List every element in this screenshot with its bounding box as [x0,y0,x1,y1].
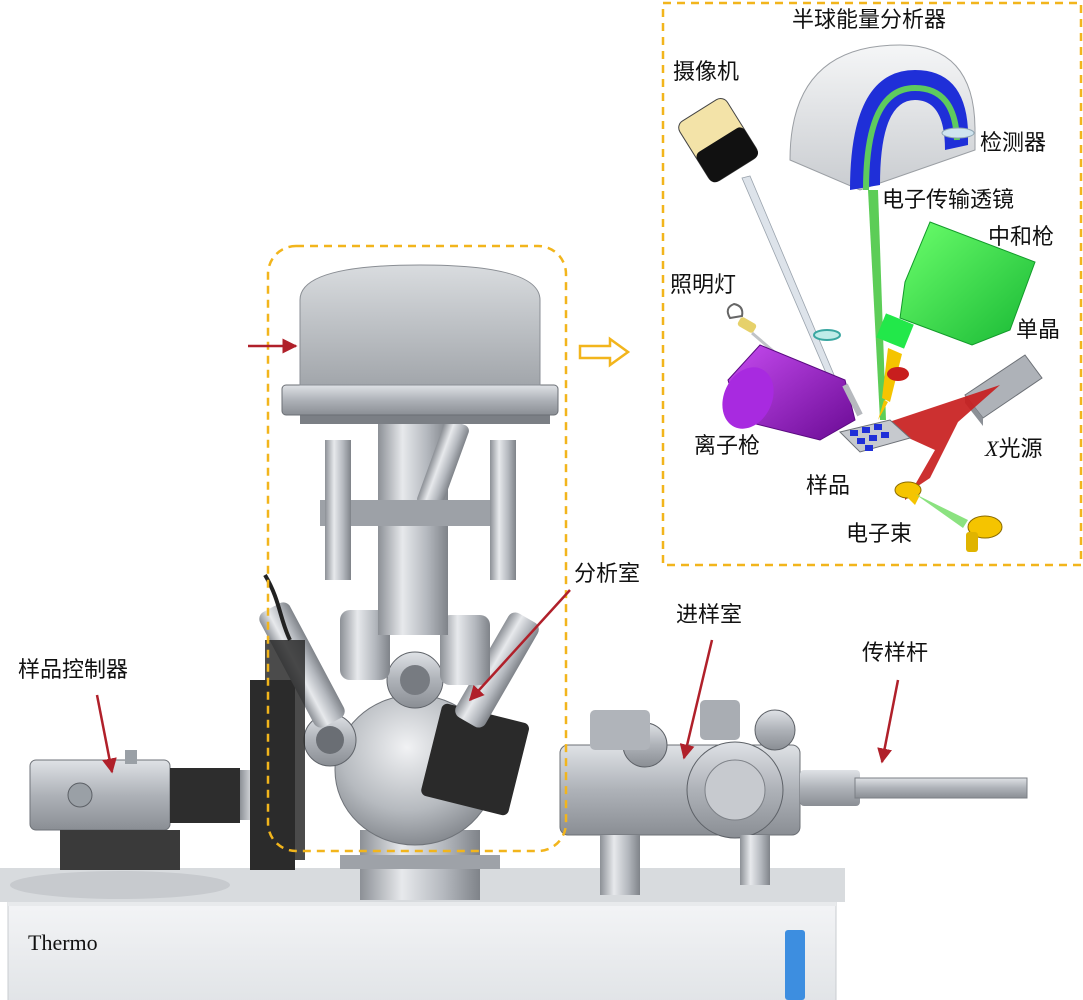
label-hemispherical-analyzer: 半球能量分析器 [792,8,947,33]
label-load-lock: 进样室 [676,603,743,628]
electron-beam [915,494,968,528]
analysis-chamber-arrow [468,589,571,702]
xps-schematic [678,44,1043,552]
load-lock-arrow [679,639,714,760]
label-xray-source-x: X [985,436,999,461]
ion-gun-icon [722,344,863,441]
label-illumination: 照明灯 [670,273,737,298]
brand-label: Thermo [28,930,98,955]
analyzer-highlight-box [266,244,568,853]
label-transfer-rod: 传样杆 [862,641,929,666]
sample-stage-icon [839,419,912,453]
status-light [785,930,805,1000]
label-camera: 摄像机 [673,60,740,85]
label-monochromator: 单晶 [1016,318,1061,343]
label-sample-controller: 样品控制器 [18,658,129,683]
zoom-arrow-icon [578,336,631,368]
label-electron-beam: 电子束 [846,522,913,547]
xray-beam [880,385,1000,490]
load-lock-assembly [559,700,1028,895]
label-analysis-chamber: 分析室 [574,562,641,587]
label-transfer-lens: 电子传输透镜 [882,188,1015,213]
analysis-chamber-assembly [259,264,559,900]
camera-icon [678,98,759,183]
transfer-lens-beam [868,190,886,420]
transfer-rod-arrow [877,679,900,764]
xray-anode-icon [894,481,922,505]
sample-controller-assembly [29,680,295,870]
hemispherical-analyzer-icon [789,44,976,191]
electron-gun-filament-icon [966,515,1003,552]
label-neutralizer: 中和枪 [988,225,1055,250]
instrument-base [0,868,845,1000]
label-detector: 检测器 [980,131,1047,156]
label-xray-source-rest: 光源 [998,437,1043,462]
label-xray-source: X光源 [985,438,1042,461]
label-sample: 样品 [806,474,851,499]
neutralizer-gun-icon [876,221,1036,420]
sample-controller-arrow [95,694,117,774]
label-ion-gun: 离子枪 [694,434,761,459]
